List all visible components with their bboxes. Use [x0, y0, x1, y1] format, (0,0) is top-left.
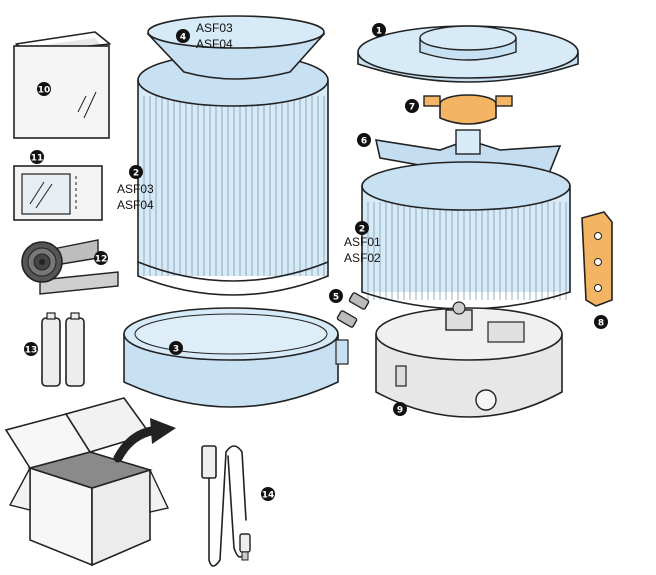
svg-text:12: 12	[95, 255, 108, 265]
marker-6: 6	[357, 133, 371, 147]
right-filter-illustration	[361, 161, 571, 310]
marker-4: 4	[176, 29, 190, 43]
lid-illustration	[357, 25, 579, 83]
marker-5: 5	[329, 289, 343, 303]
marker-2-left: 2	[129, 165, 143, 179]
sticker-pack-illustration	[13, 165, 103, 221]
orange-clip-illustration	[423, 94, 513, 125]
left-filter-code-1: ASF03	[117, 182, 154, 196]
svg-text:11: 11	[31, 154, 44, 164]
batteries-illustration	[41, 312, 85, 387]
base-tray-illustration	[123, 307, 349, 408]
svg-text:2: 2	[359, 225, 365, 235]
box-illustration	[4, 397, 170, 567]
svg-text:8: 8	[598, 319, 604, 329]
left-filter-ribs	[143, 96, 325, 276]
right-filter-ribs	[367, 202, 567, 300]
left-filter-illustration	[137, 53, 329, 296]
svg-text:3: 3	[173, 345, 179, 355]
marker-11: 11	[30, 150, 44, 164]
svg-text:2: 2	[133, 169, 139, 179]
marker-9: 9	[393, 402, 407, 416]
marker-7: 7	[405, 99, 419, 113]
velcro-roll-illustration	[21, 239, 119, 295]
dish-code-2: ASF04	[196, 37, 233, 51]
svg-text:6: 6	[361, 137, 367, 147]
motor-base-illustration	[375, 301, 563, 418]
marker-8: 8	[594, 315, 608, 329]
marker-1: 1	[372, 23, 386, 37]
svg-text:10: 10	[38, 86, 51, 96]
left-filter-code-2: ASF04	[117, 198, 154, 212]
svg-text:9: 9	[397, 406, 403, 416]
connectors-illustration	[336, 292, 370, 328]
marker-12: 12	[94, 251, 108, 265]
svg-text:4: 4	[180, 33, 186, 43]
right-filter-code-2: ASF02	[344, 251, 381, 265]
orange-bracket-illustration	[581, 211, 613, 307]
svg-text:13: 13	[25, 346, 38, 356]
usb-cable-illustration	[201, 445, 251, 567]
right-filter-code-1: ASF01	[344, 235, 381, 249]
marker-14: 14	[261, 487, 275, 501]
marker-3: 3	[169, 341, 183, 355]
svg-text:1: 1	[376, 27, 382, 37]
svg-text:7: 7	[409, 103, 415, 113]
marker-2-right: 2	[355, 221, 369, 235]
unpack-arrow	[113, 418, 176, 463]
manual-illustration	[13, 31, 111, 139]
svg-text:5: 5	[333, 293, 339, 303]
marker-13: 13	[24, 342, 38, 356]
top-dish-illustration	[146, 15, 326, 80]
svg-text:14: 14	[262, 491, 275, 501]
dish-code-1: ASF03	[196, 21, 233, 35]
marker-10: 10	[37, 82, 51, 96]
